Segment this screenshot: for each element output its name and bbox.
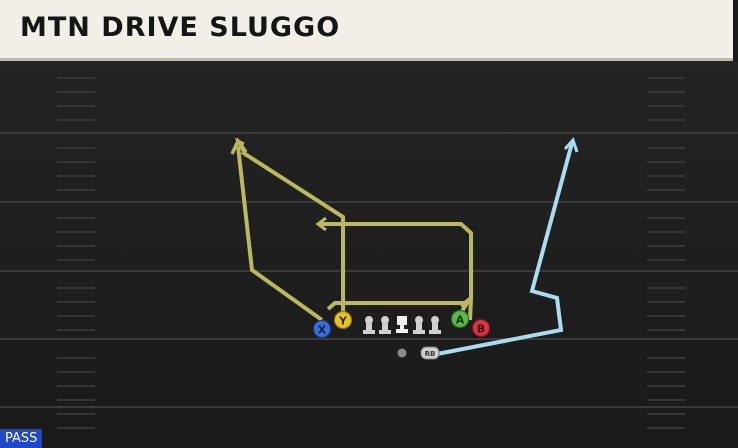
receiver-y-marker[interactable]: Y xyxy=(333,310,353,330)
yard-lines xyxy=(0,132,738,408)
route-rb xyxy=(436,137,579,356)
play-type-badge: PASS xyxy=(0,429,43,448)
lineman-right-tackle xyxy=(429,316,441,334)
running-back-marker[interactable]: RB xyxy=(420,346,440,360)
receiver-a-marker[interactable]: A xyxy=(450,309,470,329)
receiver-a-label: A xyxy=(456,314,465,327)
receiver-b-label: B xyxy=(477,323,485,336)
hash-marks-right xyxy=(647,77,685,429)
field-turf xyxy=(0,61,738,448)
receiver-b-marker[interactable]: B xyxy=(471,318,491,338)
lineman-left-guard xyxy=(379,316,391,334)
play-title-bar: MTN DRIVE SLUGGO xyxy=(0,0,733,61)
field-diagram: RB X Y A B xyxy=(0,61,738,448)
lineman-left-tackle xyxy=(363,316,375,334)
receiver-y-label: Y xyxy=(338,315,348,328)
route-a xyxy=(315,216,473,321)
hash-marks-left xyxy=(57,77,95,429)
lineman-right-guard xyxy=(413,316,425,334)
quarterback-marker xyxy=(397,348,407,358)
lineman-center xyxy=(396,316,408,333)
play-title: MTN DRIVE SLUGGO xyxy=(20,12,341,43)
offensive-line xyxy=(363,316,441,334)
route-y xyxy=(234,137,345,313)
running-back-label: RB xyxy=(425,350,436,358)
receiver-x-marker[interactable]: X xyxy=(312,319,332,339)
receiver-x-label: X xyxy=(318,324,327,337)
